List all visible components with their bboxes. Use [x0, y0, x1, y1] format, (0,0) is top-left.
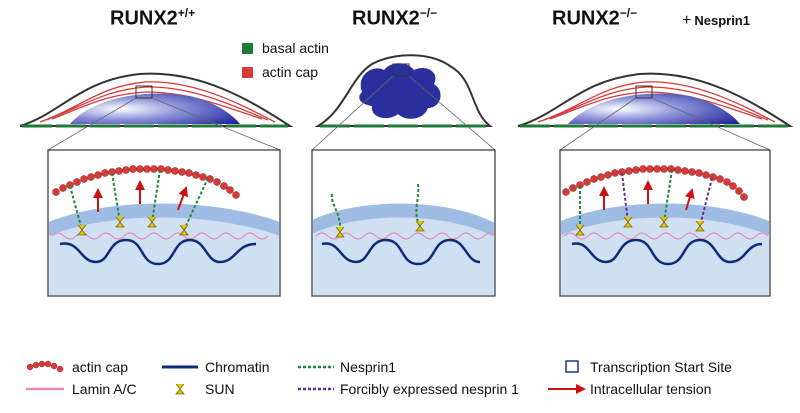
panel-title-wildtype-text: RUNX2: [110, 7, 178, 30]
zoom-nucleus-rescue: [561, 203, 769, 295]
panel-title-wildtype-sup: +/+: [177, 6, 196, 20]
zoom-nesprin-rescue: [579, 169, 713, 230]
panel-title-knockout: RUNX2−/−: [352, 6, 437, 31]
panel-title-rescue-extra: +Nesprin1: [682, 12, 750, 30]
inset-basal-actin-swatch: [242, 43, 253, 54]
inset-legend-actin-cap: actin cap: [262, 64, 319, 80]
cell-rescue: [517, 72, 794, 151]
cell-knockout: [311, 54, 496, 151]
legend-forced-nesprin-label: Forcibly expressed nesprin 1: [340, 381, 519, 397]
zoom-nucleus-wildtype: [49, 203, 279, 295]
legend-actin-cap-symbol: [26, 360, 64, 373]
legend-tension-label: Intracellular tension: [590, 381, 712, 397]
zoom-actin-cap-rescue: [562, 165, 748, 201]
legend-actin-cap-label: actin cap: [72, 359, 129, 375]
panel-title-rescue-text: RUNX2: [552, 7, 620, 30]
legend-lamin-label: Lamin A/C: [72, 381, 137, 397]
panel-title-knockout-text: RUNX2: [352, 7, 420, 30]
nesprin1-title-text: Nesprin1: [694, 13, 750, 28]
zoom-tension-arrows: [93, 180, 695, 212]
legend-sun-symbol: [175, 383, 185, 395]
zoom-actin-cap-wildtype: [52, 165, 240, 199]
legend-nesprin1-label: Nesprin1: [340, 359, 397, 375]
inset-legend-basal-actin: basal actin: [262, 40, 329, 56]
panel-title-rescue: RUNX2−/−: [552, 6, 637, 31]
panel-title-knockout-sup: −/−: [419, 6, 438, 20]
cell-wildtype: [19, 72, 294, 151]
legend-tss-symbol: [565, 360, 579, 373]
panel-title-rescue-sup: −/−: [619, 6, 638, 20]
zoom-nucleus-knockout: [313, 203, 494, 295]
zoom-nesprin-wildtype: [69, 169, 209, 231]
legend-tss-label: Transcription Start Site: [590, 359, 732, 375]
plus-sign: +: [682, 12, 692, 29]
legend-sun-label: SUN: [205, 381, 235, 397]
inset-actin-cap-swatch: [242, 67, 253, 78]
panel-title-wildtype: RUNX2+/+: [110, 6, 195, 31]
legend-chromatin-label: Chromatin: [205, 359, 270, 375]
